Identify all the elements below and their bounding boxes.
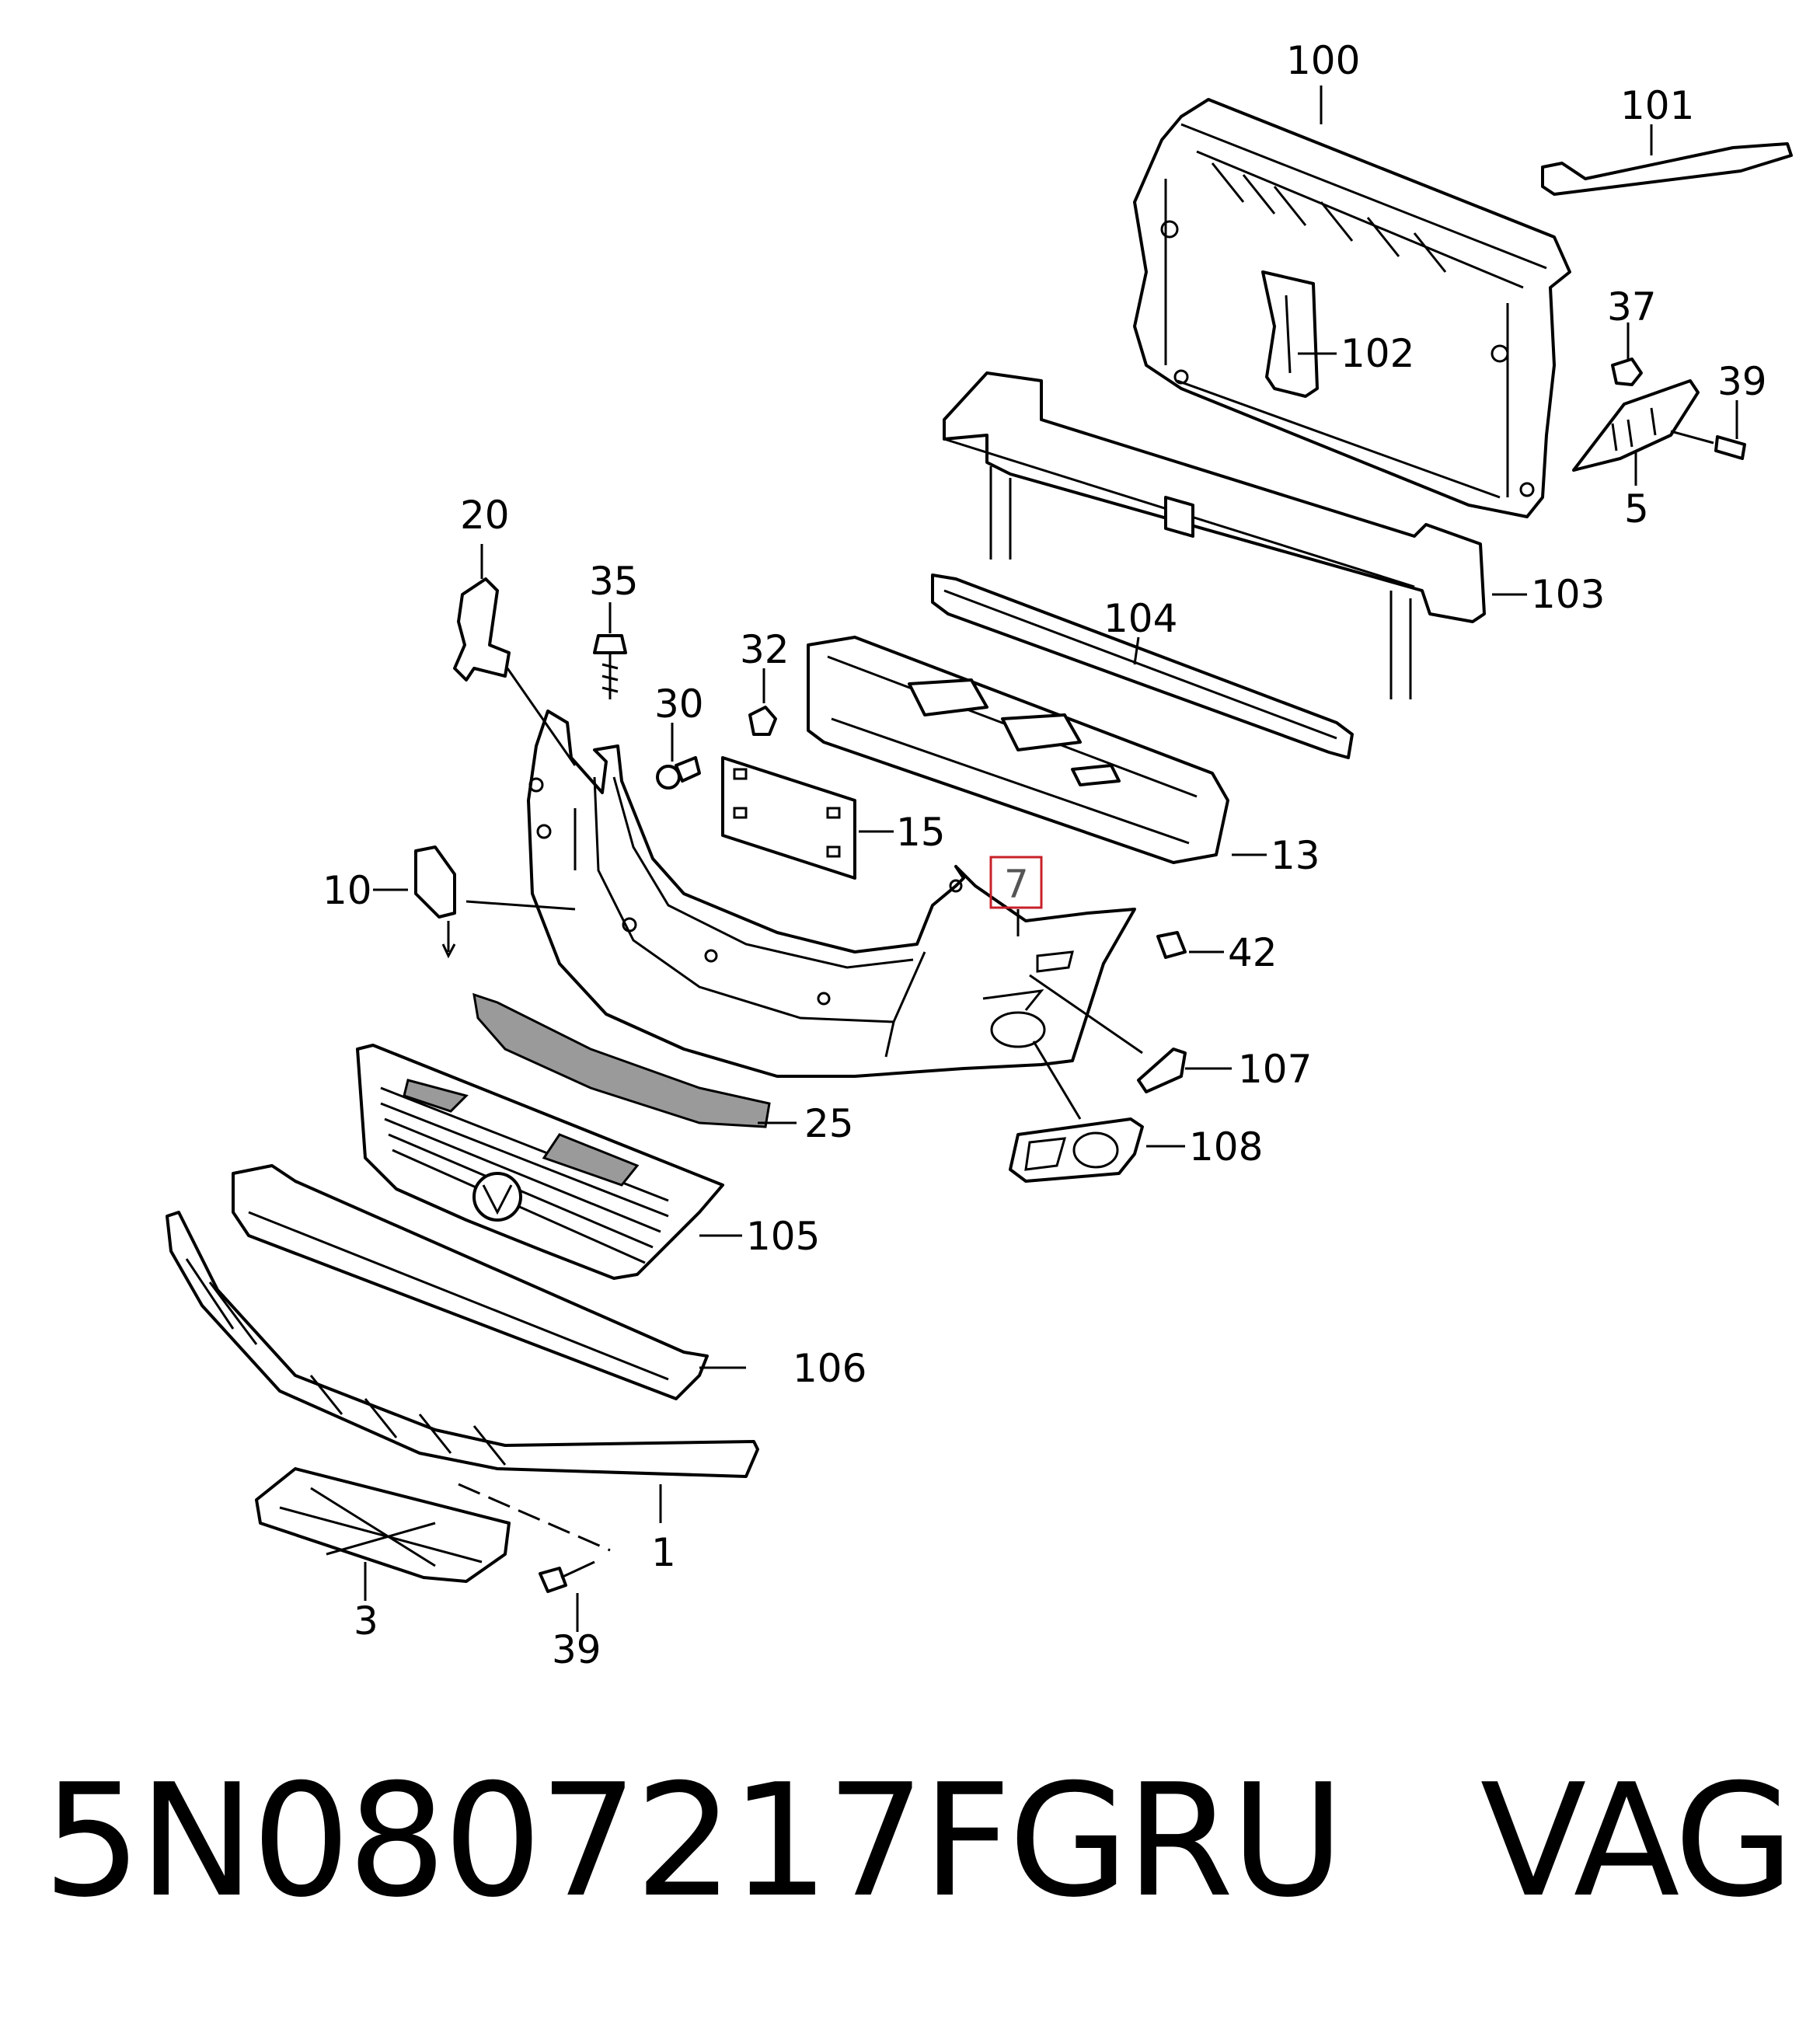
leader-lines	[364, 85, 1738, 1632]
label-35: 35	[589, 559, 639, 604]
part-39-screw-upper	[1670, 430, 1746, 460]
label-104: 104	[1104, 596, 1177, 641]
part-100-lock-carrier	[1133, 98, 1571, 518]
part-number: 5N0807217FGRU	[43, 1751, 1344, 1932]
label-39-upper: 39	[1717, 359, 1767, 404]
callout-labels: 100 101 102 37 39 5 103 104 20 35 32 30 …	[323, 38, 1767, 1672]
part-32-clip	[748, 706, 777, 736]
part-30-rivet	[656, 756, 701, 790]
label-39-lower: 39	[552, 1627, 601, 1672]
label-108: 108	[1189, 1124, 1263, 1170]
part-15-plate-bracket	[721, 756, 856, 880]
part-108-fog-grille	[1009, 1117, 1144, 1183]
part-37-clip	[1611, 357, 1643, 386]
footer-caption: 5N0807217FGRU VAG	[43, 1764, 1794, 1919]
label-102: 102	[1341, 331, 1414, 376]
label-100: 100	[1286, 38, 1360, 83]
label-7: 7	[1004, 862, 1029, 907]
part-103-bumper-beam	[943, 371, 1486, 699]
part-39-screw-lower	[539, 1560, 595, 1593]
part-107-washer-cap	[1137, 1048, 1187, 1093]
label-105: 105	[746, 1214, 820, 1259]
part-3-lower-cover	[255, 1467, 511, 1583]
label-5: 5	[1624, 486, 1649, 532]
label-42: 42	[1228, 930, 1278, 975]
label-32: 32	[740, 627, 790, 672]
part-101-trim-strip	[1541, 142, 1793, 196]
part-10-tow-cap	[414, 845, 456, 959]
part-20-side-bracket	[453, 577, 511, 682]
part-13-energy-absorber	[807, 636, 1229, 864]
label-103: 103	[1531, 572, 1605, 617]
label-37: 37	[1607, 284, 1657, 329]
part-105-upper-grille	[356, 1044, 724, 1280]
part-1-lower-trim	[166, 1211, 759, 1478]
label-15: 15	[896, 810, 946, 855]
label-107: 107	[1238, 1047, 1312, 1092]
part-5-bracket	[1572, 379, 1700, 472]
label-1: 1	[651, 1530, 676, 1575]
part-35-screw	[593, 634, 627, 699]
part-25-lower-grille	[472, 992, 771, 1128]
highlight-box-7	[989, 856, 1043, 909]
part-7-bumper-cover	[527, 709, 1136, 1078]
label-20: 20	[460, 493, 510, 538]
label-101: 101	[1620, 83, 1694, 128]
label-3: 3	[354, 1598, 378, 1644]
part-106-spoiler	[232, 1164, 709, 1400]
label-25: 25	[804, 1101, 854, 1146]
part-102-bracket	[1261, 270, 1319, 398]
brand-name: VAG	[1480, 1751, 1794, 1932]
label-13: 13	[1271, 833, 1320, 878]
label-10: 10	[323, 868, 372, 913]
part-104-absorber-strip	[931, 573, 1354, 759]
label-106: 106	[793, 1346, 866, 1391]
label-30: 30	[654, 682, 704, 727]
part-42-clip	[1156, 931, 1187, 959]
